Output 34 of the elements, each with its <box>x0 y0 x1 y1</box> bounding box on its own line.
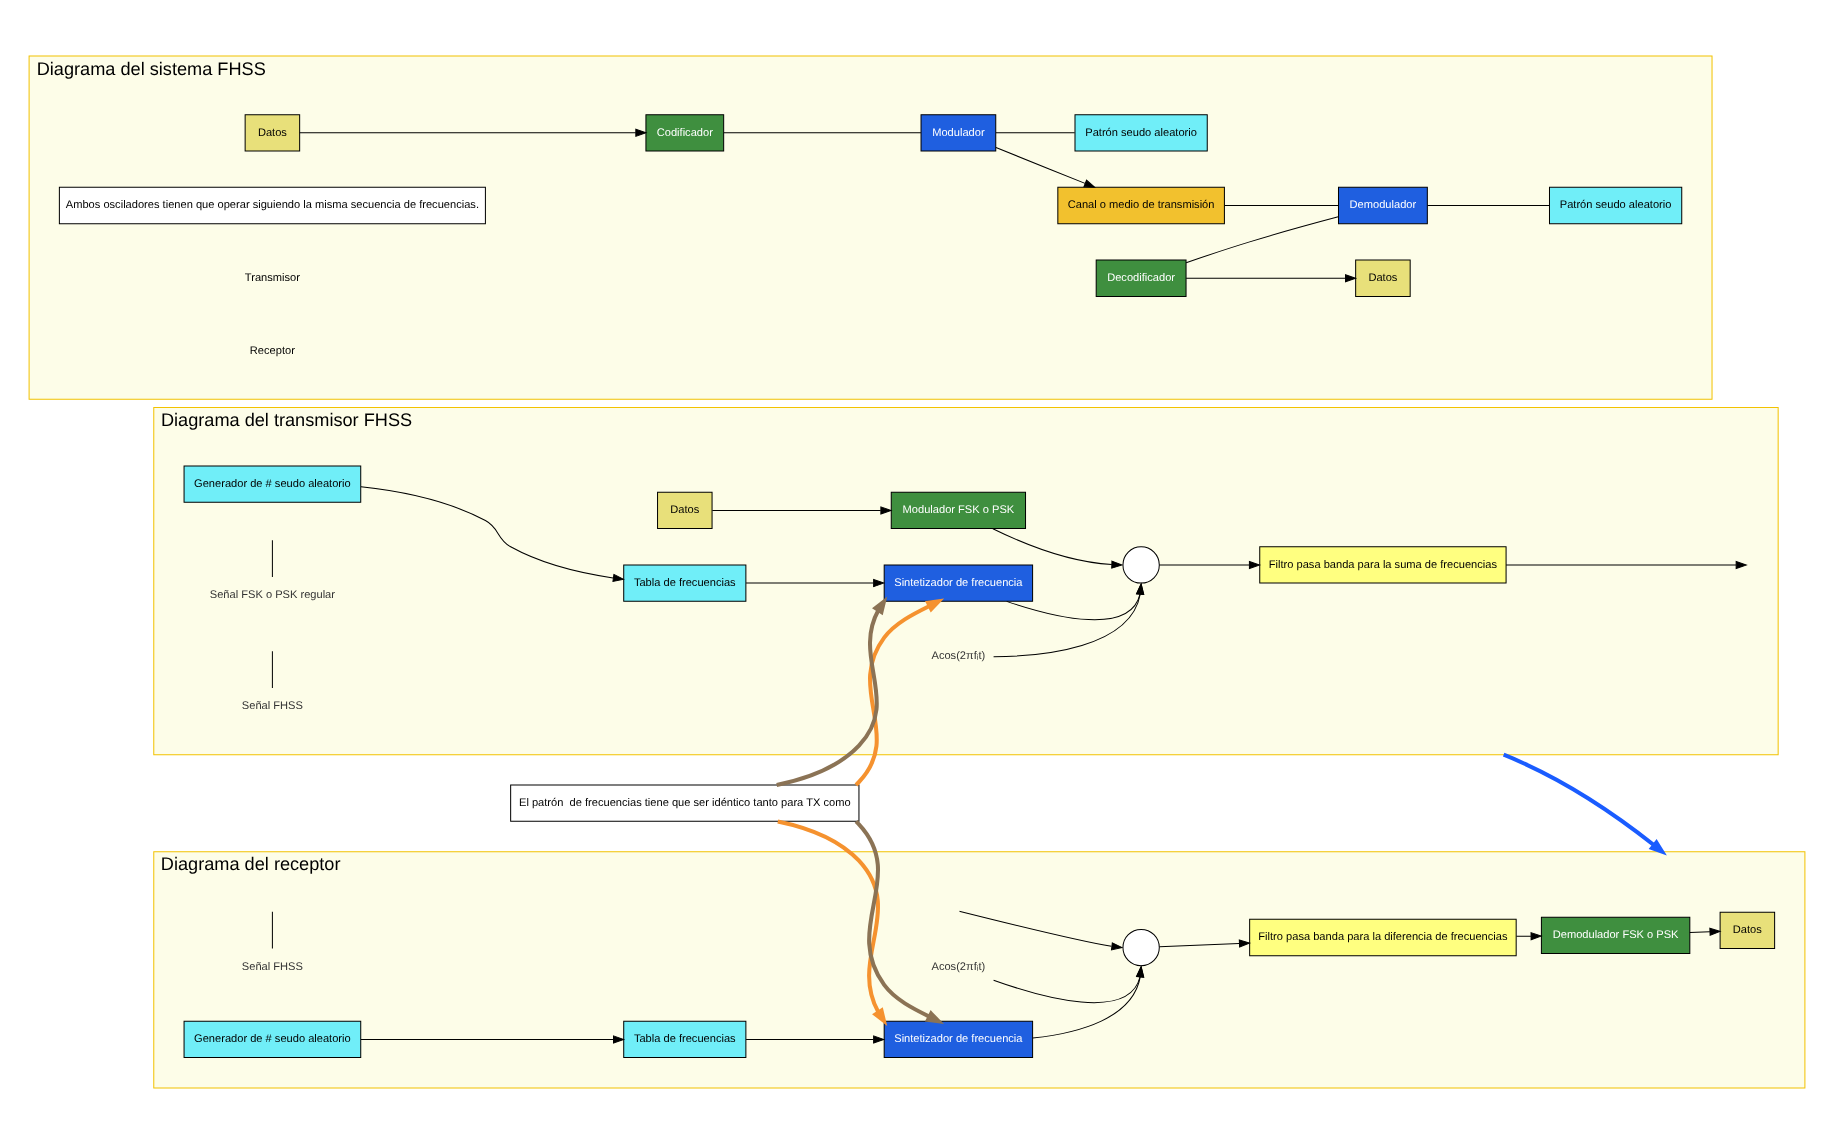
arrow <box>1515 930 1543 940</box>
node-circle <box>1122 927 1160 966</box>
connector <box>271 538 273 577</box>
node-circle <box>1122 545 1160 583</box>
arrow <box>993 964 1145 1003</box>
arrow <box>1185 272 1358 282</box>
connector <box>271 910 273 949</box>
connector <box>1185 215 1339 263</box>
arrow <box>745 1034 886 1043</box>
arrow <box>1032 964 1145 1038</box>
arrow <box>360 1034 626 1043</box>
arrow <box>776 595 888 786</box>
arrow <box>360 485 625 582</box>
arrow <box>854 819 945 1023</box>
arrow <box>995 146 1097 187</box>
arrow <box>1006 581 1145 620</box>
connector <box>995 131 1076 133</box>
arrow <box>1502 751 1667 855</box>
connector <box>723 131 922 133</box>
arrow <box>959 909 1124 950</box>
arrow <box>745 577 886 587</box>
arrow <box>777 818 888 1026</box>
arrow <box>1689 926 1722 936</box>
arrow <box>993 581 1145 657</box>
arrow <box>1158 938 1252 947</box>
arrow <box>1505 559 1748 569</box>
arrow <box>299 127 648 137</box>
arrow <box>992 527 1124 568</box>
arrow <box>854 597 945 786</box>
arrow <box>1158 559 1262 569</box>
connector <box>271 649 273 688</box>
arrow <box>711 505 893 514</box>
connector <box>1427 204 1550 206</box>
connector <box>1224 204 1339 206</box>
